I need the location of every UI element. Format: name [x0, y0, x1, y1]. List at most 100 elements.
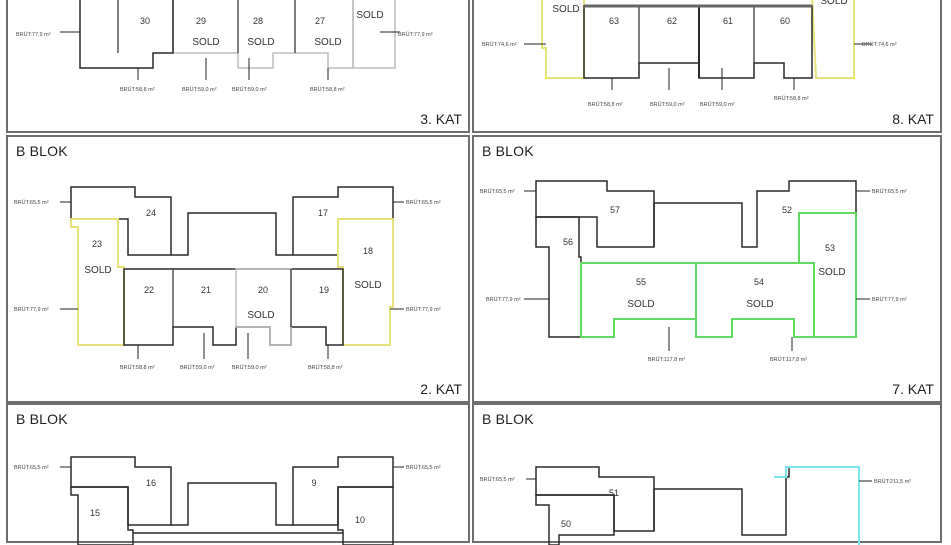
unit-number: 19 — [319, 285, 329, 295]
area-label: BRÜT:211,5 m² — [874, 478, 911, 485]
area-label: BRÜT:59,0 m² — [232, 364, 267, 371]
unit-number: 21 — [201, 285, 211, 295]
area-label: BRÜT:77,9 m² — [398, 31, 433, 38]
floor-label: 2. KAT — [420, 381, 462, 397]
panel-bottom-left: B BLOK 16 15 9 10 BRÜT:65,5 m² BRÜT:65,5… — [6, 403, 470, 545]
unit-number: 54 — [754, 277, 764, 287]
unit-number: 30 — [140, 16, 150, 26]
unit-outline — [535, 494, 615, 545]
unit-outline — [535, 216, 582, 338]
unit-number: 56 — [563, 237, 573, 247]
panel-3-kat: 30 29 SOLD 28 SOLD 27 SOLD SOLD BRÜT:77,… — [6, 0, 470, 133]
unit-outline-sold — [70, 218, 125, 346]
floor-plan-sheet: 30 29 SOLD 28 SOLD 27 SOLD SOLD BRÜT:77,… — [6, 0, 942, 545]
sold-label: SOLD — [247, 310, 274, 321]
area-label: BRÜT:59,0 m² — [700, 101, 735, 108]
block-label: B BLOK — [482, 411, 534, 427]
unit-outline — [70, 456, 172, 526]
area-label: BRÜT:65,5 m² — [406, 464, 441, 471]
area-label: BRÜT:65,5 m² — [14, 464, 49, 471]
panel-8-kat: SOLD SOLD 63 62 61 60 BRÜT:74,6 m² BRÜT:… — [472, 0, 942, 133]
unit-number: 55 — [636, 277, 646, 287]
unit-outline — [70, 186, 172, 256]
unit-outline — [337, 486, 394, 545]
floorplan-8-kat: SOLD SOLD 63 62 61 60 BRÜT:74,6 m² BRÜT:… — [482, 0, 897, 108]
area-label: BRÜT:77,9 m² — [872, 296, 907, 303]
area-label: BRÜT:74,6 m² — [482, 41, 517, 48]
area-label: BRÜT:59,0 m² — [232, 86, 267, 93]
area-label: BRÜT:58,8 m² — [774, 95, 809, 102]
unit-outline-sold — [235, 268, 292, 346]
area-label: BRÜT:65,5 m² — [480, 188, 515, 195]
sold-label: SOLD — [247, 37, 274, 48]
sold-label: SOLD — [356, 10, 383, 21]
unit-outline-sold — [337, 218, 394, 346]
unit-outline-sold — [811, 0, 855, 79]
sold-label: SOLD — [192, 37, 219, 48]
unit-outline — [535, 180, 655, 248]
floorplan-lower-right: 51 50 BRÜT:65,5 m² BRÜT:211,5 m² — [480, 466, 911, 545]
unit-number: 51 — [609, 488, 619, 498]
unit-number: 10 — [355, 515, 365, 525]
unit-number: 29 — [196, 16, 206, 26]
sold-label: SOLD — [354, 280, 381, 291]
unit-number: 50 — [561, 519, 571, 529]
area-label: BRÜT:77,9 m² — [486, 296, 521, 303]
sold-label: SOLD — [820, 0, 847, 7]
unit-number: 57 — [610, 205, 620, 215]
area-label: BRÜT:58,8 m² — [120, 364, 155, 371]
area-label: BRÜT:59,0 m² — [182, 86, 217, 93]
unit-outline — [123, 268, 344, 346]
unit-number: 18 — [363, 246, 373, 256]
floorplan-7-kat: 57 56 55 SOLD 54 SOLD 53 SOLD 52 BRÜT:65… — [480, 180, 907, 363]
unit-number: 63 — [609, 16, 619, 26]
unit-number: 15 — [90, 508, 100, 518]
unit-number: 17 — [318, 208, 328, 218]
sold-label: SOLD — [552, 4, 579, 15]
area-label: BRÜT:65,5 m² — [14, 199, 49, 206]
unit-number: 62 — [667, 16, 677, 26]
floorplan-lower-left: 16 15 9 10 BRÜT:65,5 m² BRÜT:65,5 m² — [14, 456, 441, 545]
area-label: BRÜT:58,8 m² — [120, 86, 155, 93]
area-label: BRÜT:59,0 m² — [180, 364, 215, 371]
sold-label: SOLD — [84, 265, 111, 276]
unit-outline — [79, 0, 174, 69]
unit-number: 9 — [311, 478, 316, 488]
unit-number: 16 — [146, 478, 156, 488]
unit-number: 60 — [780, 16, 790, 26]
sold-label: SOLD — [314, 37, 341, 48]
area-label: BRÜT:58,8 m² — [310, 86, 345, 93]
unit-number: 52 — [782, 205, 792, 215]
unit-outline-sold — [172, 0, 354, 69]
unit-outline — [70, 486, 134, 545]
panel-2-kat: B BLOK 24 23 — [6, 135, 470, 403]
unit-number: 61 — [723, 16, 733, 26]
sold-label: SOLD — [818, 267, 845, 278]
unit-number: 23 — [92, 239, 102, 249]
sold-label: SOLD — [627, 299, 654, 310]
unit-number: 28 — [253, 16, 263, 26]
unit-outline-sold — [785, 466, 860, 545]
block-label: B BLOK — [16, 411, 68, 427]
unit-outline — [292, 456, 394, 526]
block-label: B BLOK — [16, 143, 68, 159]
floor-label: 7. KAT — [892, 381, 934, 397]
area-label: BRÜT:77,9 m² — [14, 306, 49, 313]
floor-label: 3. KAT — [420, 111, 462, 127]
floor-label: 8. KAT — [892, 111, 934, 127]
unit-outline-sold — [541, 0, 585, 79]
unit-number: 22 — [144, 285, 154, 295]
unit-number: 20 — [258, 285, 268, 295]
floorplan-2-kat: 24 23 SOLD 22 21 20 SOLD 19 18 SOLD 17 B… — [14, 186, 441, 371]
area-label: BRÜT:77,9 m² — [406, 306, 441, 313]
area-label: BRÜT:58,8 m² — [588, 101, 623, 108]
area-label: BRÜT:117,8 m² — [648, 356, 685, 363]
area-label: BRÜT:65,5 m² — [480, 476, 515, 483]
sold-label: SOLD — [746, 299, 773, 310]
area-label: BRÜT:59,0 m² — [650, 101, 685, 108]
panel-bottom-right: B BLOK 51 50 BRÜT:65,5 m² BRÜT:211,5 m² — [472, 403, 942, 545]
unit-number: 53 — [825, 243, 835, 253]
area-label: BRÜT:65,5 m² — [406, 199, 441, 206]
unit-outline — [535, 466, 655, 532]
unit-number: 24 — [146, 208, 156, 218]
